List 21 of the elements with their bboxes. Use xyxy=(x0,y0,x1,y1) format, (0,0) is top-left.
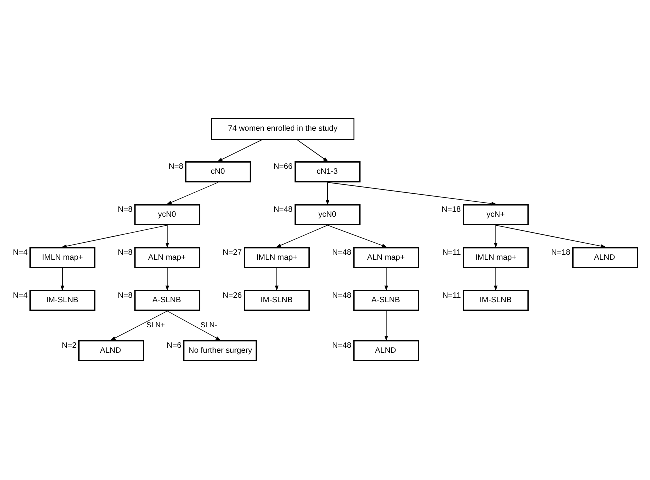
arrow xyxy=(217,139,263,162)
arrow xyxy=(327,225,388,248)
arrow xyxy=(327,182,497,206)
arrow xyxy=(296,140,329,162)
arrow xyxy=(166,182,219,205)
arrow xyxy=(167,310,222,341)
arrow xyxy=(326,182,330,206)
arrow xyxy=(275,268,279,292)
edge-label: SLN+ xyxy=(146,320,166,330)
arrow xyxy=(496,225,606,248)
arrow xyxy=(60,268,64,292)
arrow xyxy=(166,268,170,292)
edge-label: SLN- xyxy=(200,320,218,330)
arrow xyxy=(276,225,328,248)
arrow xyxy=(494,225,498,248)
arrow xyxy=(166,225,170,248)
arrow xyxy=(384,268,388,292)
arrow xyxy=(62,225,168,248)
arrow xyxy=(384,310,388,342)
arrow xyxy=(110,310,168,341)
arrow xyxy=(494,268,498,292)
